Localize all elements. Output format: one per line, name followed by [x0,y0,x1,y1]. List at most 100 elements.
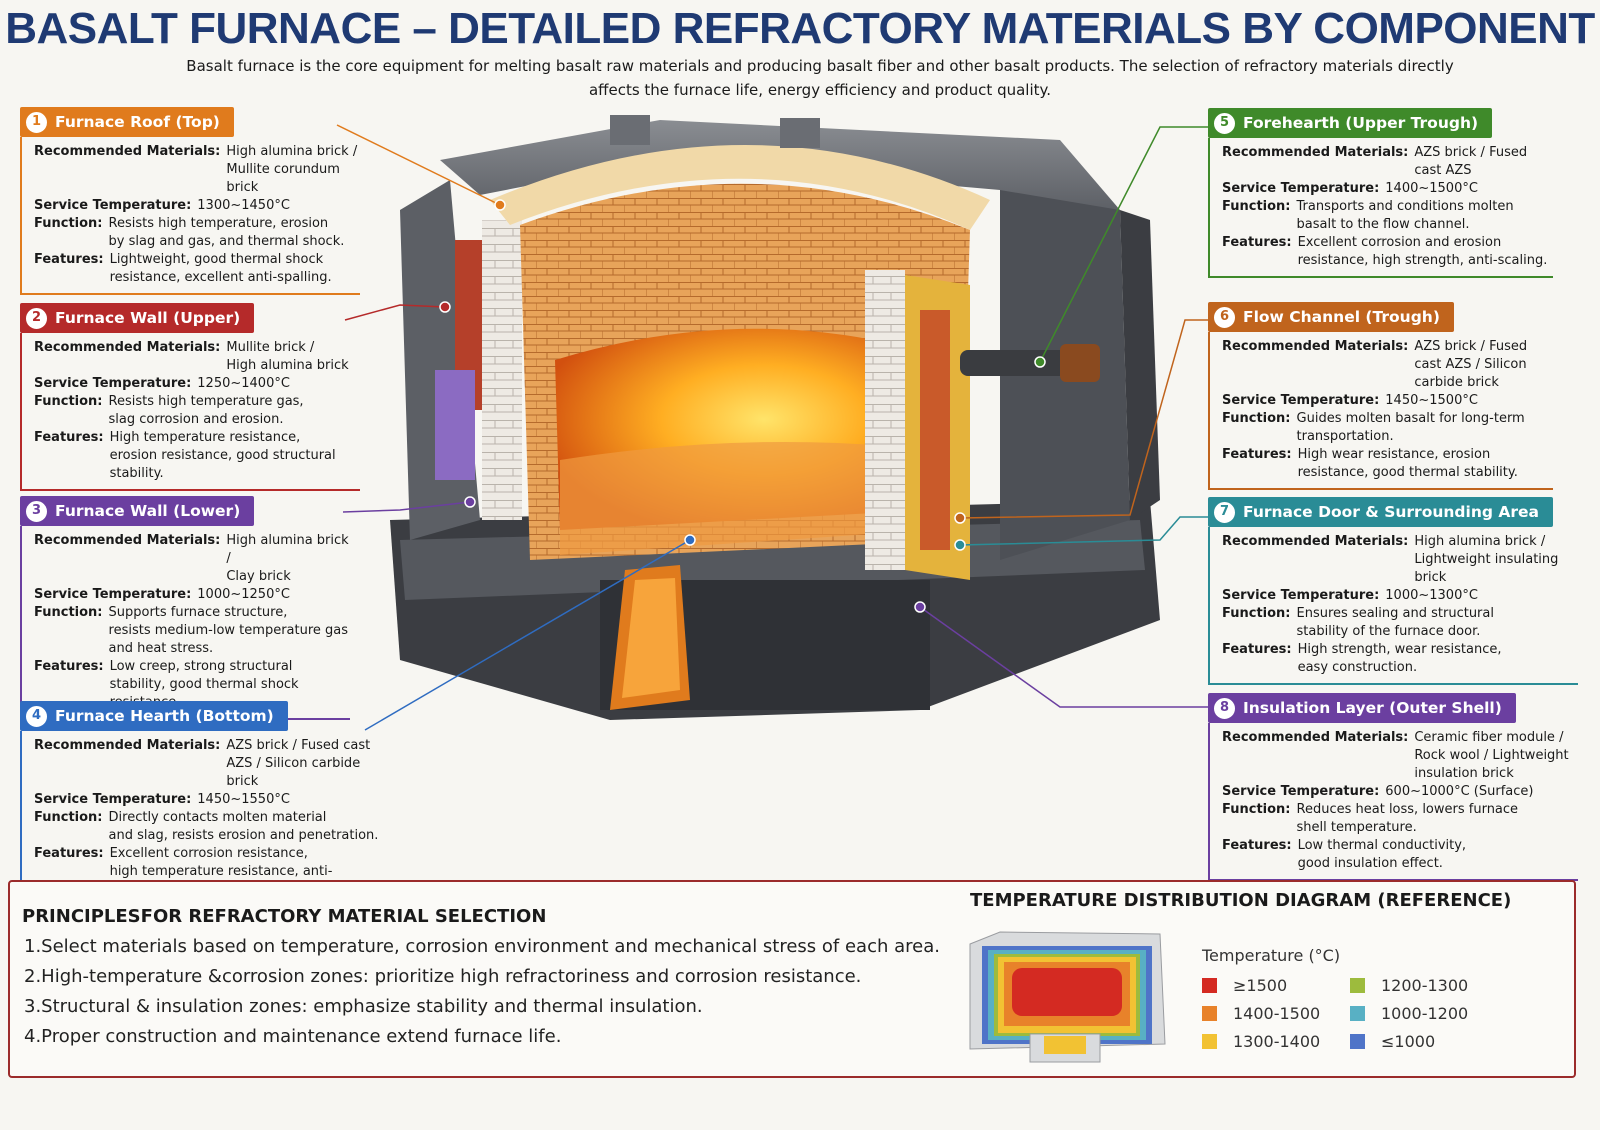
materials-value: AZS brick / Fused cast AZS / Silicon car… [226,738,371,789]
component-details: Recommended Materials:High alumina brick… [20,526,350,720]
features-label: Features: [34,252,104,267]
principle-item: 4.Proper construction and maintenance ex… [24,1026,562,1047]
features-label: Features: [1222,838,1292,853]
function-label: Function: [34,394,103,409]
legend-label: 1300-1400 [1233,1032,1321,1051]
temperature-value: 1300~1450°C [197,198,290,213]
component-details: Recommended Materials:AZS brick / Fused … [1208,138,1553,278]
legend-title: Temperature (°C) [1202,946,1341,965]
legend-swatch [1202,1034,1217,1049]
materials-value: Ceramic fiber module / Rock wool / Light… [1414,730,1569,781]
features-value: High strength, wear resistance, easy con… [1297,642,1502,675]
materials-label: Recommended Materials: [1222,534,1409,549]
function-label: Function: [1222,199,1291,214]
materials-label: Recommended Materials: [1222,339,1409,354]
legend-item: 1300-1400 [1202,1032,1320,1051]
temperature-value: 1000~1250°C [197,587,290,602]
materials-label: Recommended Materials: [34,340,221,355]
function-label: Function: [34,216,103,231]
principle-item: 1.Select materials based on temperature,… [24,936,940,957]
component-name: Furnace Roof (Top) [55,113,220,131]
legend-item: ≤1000 [1350,1032,1435,1051]
component-details: Recommended Materials: Ceramic fiber modu… [1208,723,1578,881]
principles-title: PRINCIPLESFOR REFRACTORY MATERIAL SELECT… [22,906,547,927]
legend-swatch [1350,1034,1365,1049]
component-name: Furnace Wall (Lower) [55,502,241,520]
features-value: High temperature resistance, erosion res… [109,430,336,481]
component-header: 3 Furnace Wall (Lower) [20,496,255,526]
legend-label: 1000-1200 [1381,1004,1469,1023]
component-number: 1 [26,111,47,133]
function-value: Supports furnace structure, resists medi… [108,605,349,656]
features-label: Features: [1222,642,1292,657]
principle-item: 2.High-temperature &corrosion zones: pri… [24,966,862,987]
component-header: 8 Insulation Layer (Outer Shell) [1208,693,1516,723]
component-name: Furnace Hearth (Bottom) [55,707,274,725]
temperature-label: Service Temperature: [34,376,192,391]
temperature-value: 1400~1500°C [1385,181,1478,196]
component-header: 1 Furnace Roof (Top) [20,107,234,137]
temperature-label: Service Temperature: [1222,588,1380,603]
legend-swatch [1202,1006,1217,1021]
features-value: Excellent corrosion and erosion resistan… [1297,235,1548,268]
features-label: Features: [34,846,104,861]
flow-pipe [960,350,1080,376]
legend-label: 1400-1500 [1233,1004,1321,1023]
materials-label: Recommended Materials: [34,144,221,159]
temperature-label: Service Temperature: [34,587,192,602]
temperature-label: Service Temperature: [34,792,192,807]
component-details: Recommended Materials: AZS brick / Fused … [1208,332,1553,490]
function-value: Guides molten basalt for long-term trans… [1296,411,1525,444]
materials-value: AZS brick / Fused cast AZS / Silicon car… [1414,339,1528,390]
component-details: Recommended Materials: AZS brick / Fused … [20,731,380,907]
component-name: Forehearth (Upper Trough) [1243,114,1479,132]
temperature-label: Service Temperature: [1222,393,1380,408]
function-label: Function: [34,605,103,620]
component-number: 7 [1214,501,1235,523]
materials-label: Recommended Materials: [1222,730,1409,745]
temperature-value: 1000~1300°C [1385,588,1478,603]
features-label: Features: [1222,235,1292,250]
component-header: 7 Furnace Door & Surrounding Area [1208,497,1553,527]
temperature-label: Service Temperature: [34,198,192,213]
component-name: Furnace Wall (Upper) [55,309,241,327]
page-subtitle: Basalt furnace is the core equipment for… [186,57,1454,99]
materials-label: Recommended Materials: [34,533,221,548]
temperature-diagram-illustration [969,931,1166,1063]
temperature-label: Service Temperature: [1222,784,1380,799]
legend-label: ≥1500 [1233,976,1288,995]
temperature-value: 1250~1400°C [197,376,290,391]
features-value: Low thermal conductivity, good insulatio… [1297,838,1467,871]
component-number: 6 [1214,306,1235,328]
component-number: 8 [1214,697,1235,719]
component-name: Insulation Layer (Outer Shell) [1243,699,1502,717]
component-details: Recommended Materials: High alumina brick… [1208,527,1578,685]
component-details: Recommended Materials:High alumina brick… [20,137,360,295]
component-name: Furnace Door & Surrounding Area [1243,503,1539,521]
function-value: Transports and conditions molten basalt … [1296,199,1514,232]
legend-label: 1200-1300 [1381,976,1469,995]
function-label: Function: [1222,802,1291,817]
materials-label: Recommended Materials: [34,738,221,753]
features-value: High wear resistance, erosion resistance… [1297,447,1518,480]
legend-swatch [1202,978,1217,993]
component-furnace-roof: 1 Furnace Roof (Top) Recommended Material… [20,107,360,295]
materials-value: High alumina brick / Lightweight insulat… [1414,534,1559,585]
page-title: BASALT FURNACE – DETAILED REFRACTORY MAT… [5,4,1595,53]
features-value: Lightweight, good thermal shock resistan… [109,252,332,285]
legend-label: ≤1000 [1381,1032,1436,1051]
features-label: Features: [34,659,104,674]
function-value: Ensures sealing and structural stability… [1296,606,1494,639]
legend-swatch [1350,978,1365,993]
component-number: 3 [26,500,47,522]
temperature-value: 1450~1550°C [197,792,290,807]
function-value: Resists high temperature gas, slag corro… [108,394,304,427]
